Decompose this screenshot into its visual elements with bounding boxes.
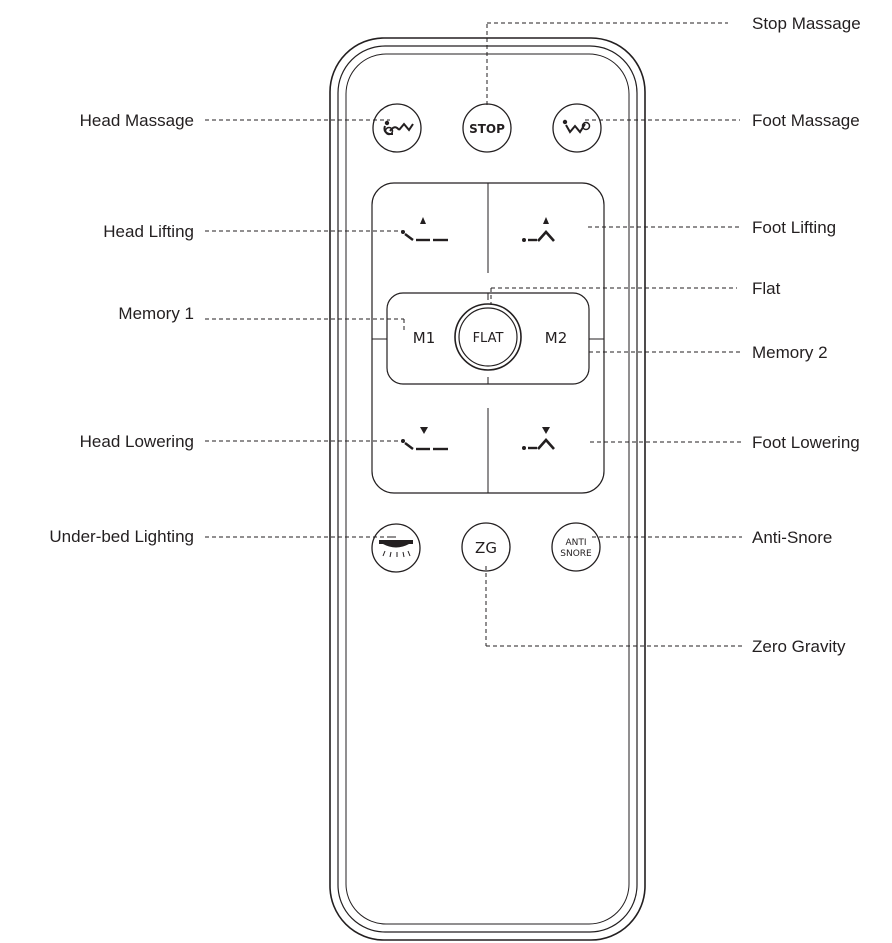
leader-lines — [205, 22, 743, 647]
flat-label: FLAT — [473, 331, 504, 346]
head-lower-icon — [401, 427, 448, 451]
zg-label: ZG — [475, 539, 497, 557]
memory-panel — [386, 292, 590, 385]
m2-label: M2 — [545, 329, 568, 347]
callout-foot-lifting: Foot Lifting — [752, 218, 836, 237]
foot-lift-button[interactable] — [522, 217, 555, 242]
m1-label: M1 — [413, 329, 436, 347]
head-massage-icon — [383, 120, 414, 136]
callout-foot-massage: Foot Massage — [752, 111, 860, 130]
snore-label: SNORE — [560, 549, 592, 559]
callout-head-lowering: Head Lowering — [80, 432, 194, 451]
control-pad — [371, 182, 605, 494]
callout-stop-massage: Stop Massage — [752, 14, 861, 33]
stop-button[interactable]: STOP — [462, 103, 512, 153]
anti-snore-button[interactable]: ANTI SNORE — [551, 522, 601, 572]
foot-lift-icon — [522, 217, 555, 242]
head-lift-button[interactable] — [401, 217, 448, 242]
callout-foot-lowering: Foot Lowering — [752, 433, 860, 452]
foot-lower-icon — [522, 427, 555, 450]
callout-zero-gravity: Zero Gravity — [752, 637, 846, 656]
head-massage-button[interactable] — [372, 103, 422, 153]
callout-memory-1: Memory 1 — [118, 304, 194, 323]
callout-under-bed-lighting: Under-bed Lighting — [49, 527, 194, 546]
callout-flat: Flat — [752, 279, 781, 298]
head-lower-button[interactable] — [401, 427, 448, 451]
flat-button[interactable]: FLAT — [454, 303, 522, 371]
memory-1-button[interactable]: M1 — [413, 329, 436, 347]
foot-lower-button[interactable] — [522, 427, 555, 450]
callout-head-lifting: Head Lifting — [103, 222, 194, 241]
anti-label: ANTI — [565, 538, 586, 548]
stop-label: STOP — [469, 122, 505, 136]
callout-labels: Stop Massage Head Massage Foot Massage H… — [49, 14, 860, 656]
callout-head-massage: Head Massage — [80, 111, 194, 130]
under-bed-light-button[interactable] — [371, 523, 421, 573]
foot-massage-button[interactable] — [552, 103, 602, 153]
memory-2-button[interactable]: M2 — [545, 329, 568, 347]
head-lift-icon — [401, 217, 448, 242]
callout-anti-snore: Anti-Snore — [752, 528, 832, 547]
under-bed-light-icon — [379, 536, 413, 558]
foot-massage-icon — [562, 119, 591, 134]
callout-memory-2: Memory 2 — [752, 343, 828, 362]
zero-gravity-button[interactable]: ZG — [461, 522, 511, 572]
